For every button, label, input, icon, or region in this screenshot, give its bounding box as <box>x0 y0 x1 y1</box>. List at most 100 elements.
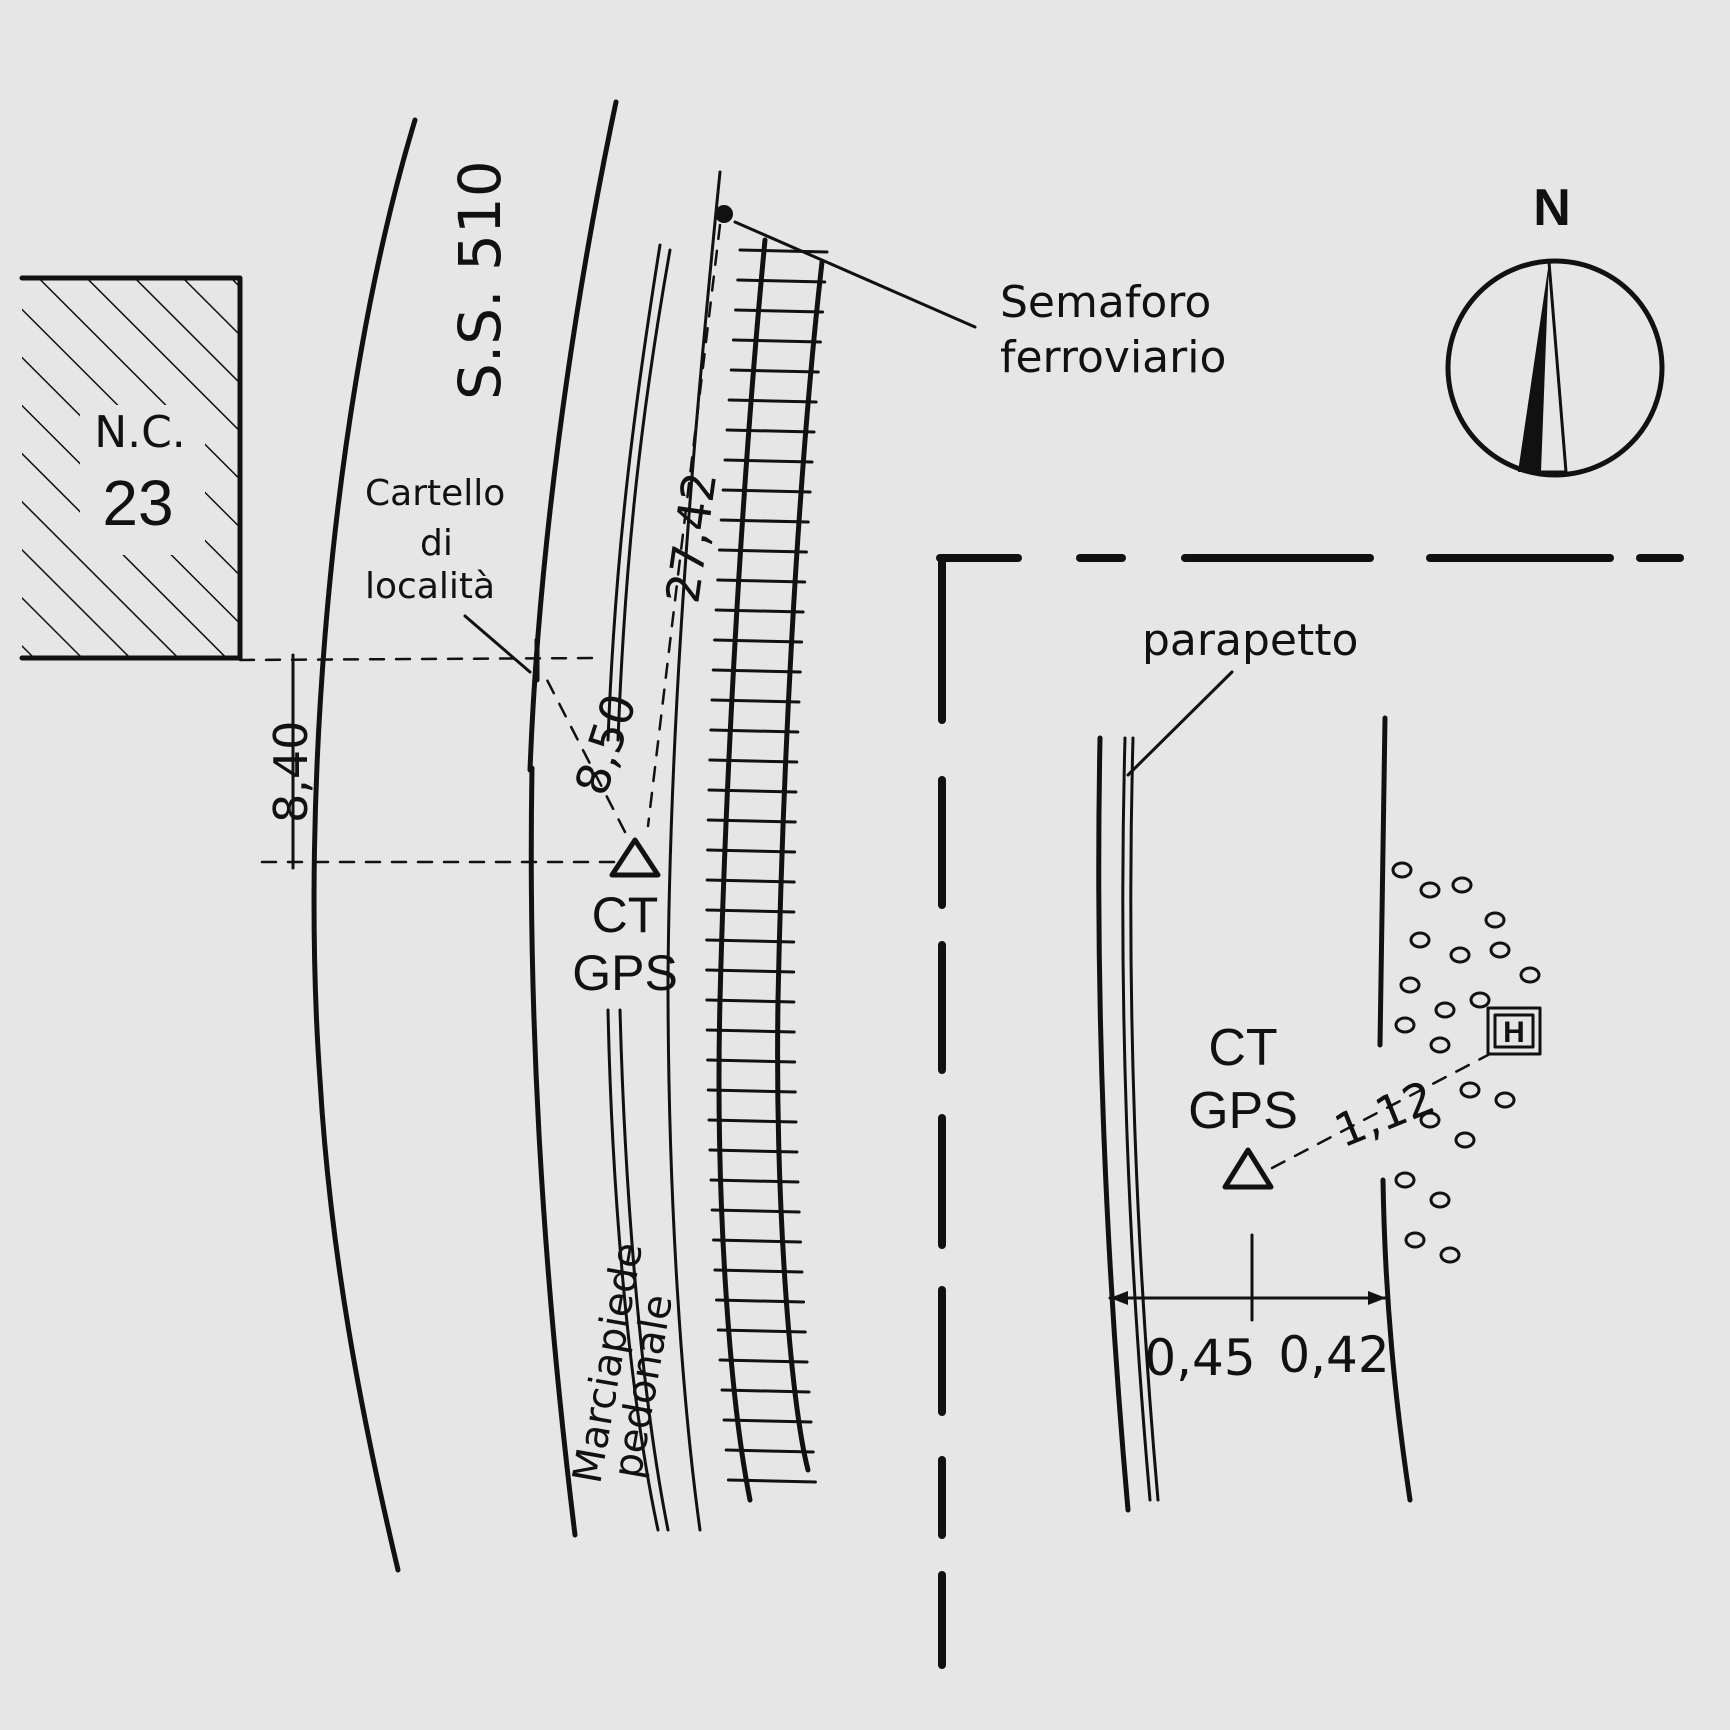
north-arrow-circle <box>1445 258 1665 478</box>
rubble-stone <box>1489 941 1511 959</box>
to-sign-dim: 8,50 <box>564 687 647 801</box>
railway-track <box>705 237 829 1503</box>
rubble-stone <box>1449 946 1471 964</box>
track-sleeper <box>738 248 829 254</box>
north-arrow-needle-outline <box>1539 260 1568 474</box>
road-label: S.S. 510 <box>446 160 514 400</box>
station-right-label-line1: CT <box>1208 1019 1277 1077</box>
north-arrow-needle-dark <box>1518 262 1549 472</box>
track-sleeper <box>710 698 801 704</box>
track-sleeper <box>705 998 796 1004</box>
track-bed-west <box>666 170 722 1532</box>
railway-signal-point <box>715 205 733 223</box>
left-gap-dim: 0,45 <box>1144 1329 1255 1387</box>
marker-box-inner <box>1493 1013 1535 1049</box>
track-sleeper <box>711 668 802 674</box>
rubble-stone <box>1454 1131 1476 1149</box>
north-label: N <box>1533 179 1571 237</box>
to-marker-line <box>1270 1053 1490 1170</box>
to-signal-dim: 27,42 <box>655 469 727 607</box>
rubble-stone <box>1419 881 1441 899</box>
track-sleeper <box>731 338 822 344</box>
track-sleeper <box>726 1478 817 1484</box>
parapet-inner-2 <box>1129 736 1160 1502</box>
rubble-stone <box>1394 1171 1416 1189</box>
station-left-triangle <box>609 837 661 878</box>
dim-arrow-left <box>1110 1291 1128 1305</box>
road-edge-east <box>527 99 619 773</box>
track-sleeper <box>705 1028 796 1034</box>
rubble-stone <box>1459 1081 1481 1099</box>
sign-leader-line <box>463 614 532 674</box>
building-number-value: 23 <box>102 467 173 539</box>
parapet-inner-1 <box>1121 736 1152 1502</box>
road-edge-west <box>311 117 418 1573</box>
track-sleeper <box>736 278 827 284</box>
track-sleeper <box>725 428 816 434</box>
rubble-stone <box>1469 991 1491 1009</box>
signal-label-line2: ferroviario <box>1000 332 1226 383</box>
rubble-stone <box>1399 976 1421 994</box>
track-sleeper <box>706 818 797 824</box>
curb-line-1 <box>616 248 672 742</box>
track-sleeper <box>707 788 798 794</box>
track-sleeper <box>716 578 807 584</box>
track-sleeper <box>709 1178 800 1184</box>
track-sleeper <box>722 1418 813 1424</box>
sign-label-line1: Cartello <box>365 473 505 514</box>
track-sleeper <box>729 368 820 374</box>
track-sleeper <box>723 458 814 464</box>
parapet-label: parapetto <box>1142 615 1358 666</box>
track-sleeper <box>709 728 800 734</box>
to-sign-line <box>543 674 627 834</box>
marker-label: H <box>1503 1016 1525 1049</box>
bridge-edge-east-upper <box>1377 715 1388 1048</box>
track-sleeper <box>705 878 796 884</box>
rubble-stone <box>1429 1191 1451 1209</box>
rubble-stone <box>1494 1091 1516 1109</box>
rubble-stone <box>1394 1016 1416 1034</box>
rubble-stone <box>1404 1231 1426 1249</box>
track-sleeper <box>714 608 805 614</box>
station-right-triangle <box>1222 1147 1274 1190</box>
building-number-label: N.C. <box>94 407 186 458</box>
parapet-leader-line <box>1126 670 1234 777</box>
track-sleeper <box>721 488 812 494</box>
track-sleeper <box>705 968 796 974</box>
rubble-stone <box>1519 966 1541 984</box>
track-sleeper <box>708 758 799 764</box>
dim-arrow-right <box>1368 1291 1386 1305</box>
building-offset-dim: 8,40 <box>264 721 318 823</box>
building-block: N.C. 23 <box>19 275 243 661</box>
station-left-label-line1: CT <box>592 887 659 943</box>
rubble-stone <box>1434 1001 1456 1019</box>
curb-line-2 <box>606 243 662 742</box>
track-sleeper <box>720 1388 811 1394</box>
signal-label-line1: Semaforo <box>1000 277 1211 328</box>
track-sleeper <box>707 1118 798 1124</box>
station-right-label-line2: GPS <box>1188 1082 1298 1140</box>
marker-box-outer <box>1486 1006 1542 1056</box>
rubble-stone <box>1409 931 1431 949</box>
signal-leader-line <box>733 220 977 329</box>
rubble-stone <box>1419 1111 1441 1129</box>
rubble-stone <box>1391 861 1413 879</box>
rubble-stone <box>1484 911 1506 929</box>
curb-line-4 <box>618 1008 670 1532</box>
track-sleeper <box>710 1208 801 1214</box>
track-sleeper <box>727 398 818 404</box>
parapet-outer <box>1096 735 1131 1513</box>
rubble-stone <box>1451 876 1473 894</box>
building-offset-line-top <box>238 656 602 662</box>
track-sleeper <box>706 848 797 854</box>
track-sleeper <box>705 938 796 944</box>
station-left-label-line2: GPS <box>572 945 678 1001</box>
track-sleeper <box>711 1238 802 1244</box>
track-sleeper <box>734 308 825 314</box>
track-sleeper <box>715 1298 806 1304</box>
track-sleeper <box>718 1358 809 1364</box>
rubble-stone <box>1439 1246 1461 1264</box>
curb-line-3 <box>606 1008 660 1532</box>
track-sleeper <box>705 908 796 914</box>
